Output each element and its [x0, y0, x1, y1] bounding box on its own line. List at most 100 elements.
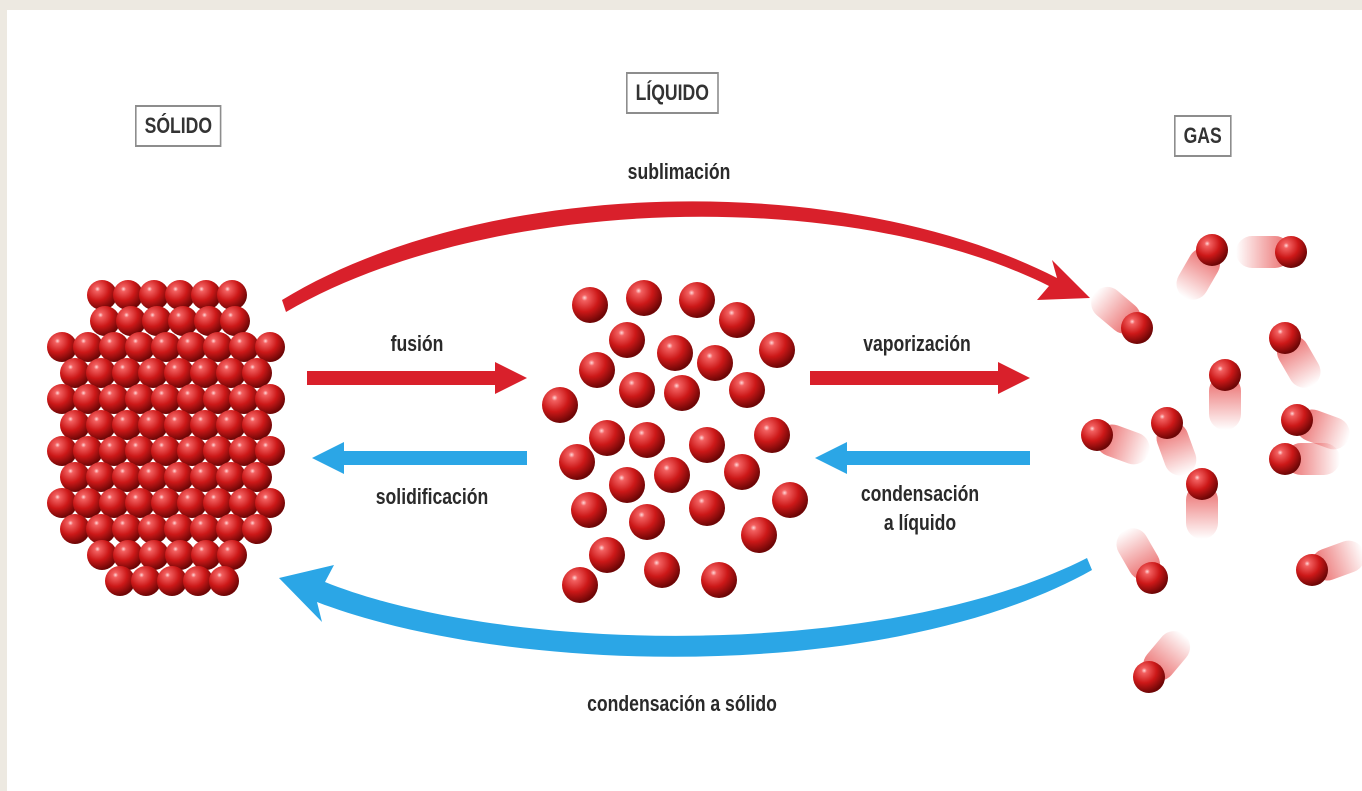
gas-particle	[1121, 312, 1153, 344]
solid-particle	[112, 410, 142, 440]
liquid-particle	[619, 372, 655, 408]
solid-particle	[73, 436, 103, 466]
solid-particle	[125, 332, 155, 362]
gas-particle	[1281, 404, 1313, 436]
solid-particle	[142, 306, 172, 336]
gas-particle	[1133, 661, 1165, 693]
solid-particle	[203, 488, 233, 518]
solid-particle	[203, 332, 233, 362]
solid-particle	[138, 410, 168, 440]
solid-particle	[105, 566, 135, 596]
solid-particle	[131, 566, 161, 596]
liquid-particle	[719, 302, 755, 338]
liquid-particle	[609, 467, 645, 503]
solid-particle	[203, 436, 233, 466]
solid-particle	[165, 540, 195, 570]
liquid-particle	[542, 387, 578, 423]
solid-particle	[229, 488, 259, 518]
liquid-particle	[629, 504, 665, 540]
solid-particle	[217, 540, 247, 570]
solid-particle	[112, 358, 142, 388]
fusion-arrow	[307, 362, 527, 394]
solid-particle	[216, 410, 246, 440]
solid-particle	[47, 332, 77, 362]
vaporization-arrow	[810, 362, 1030, 394]
liquid-particle	[626, 280, 662, 316]
solid-particle	[47, 488, 77, 518]
liquid-particle	[644, 552, 680, 588]
solid-particle	[112, 514, 142, 544]
solid-particle	[255, 332, 285, 362]
solid-particle	[99, 488, 129, 518]
gas-particle	[1186, 468, 1218, 500]
label-condensation-solid: condensación a sólido	[587, 691, 777, 716]
solid-particle	[125, 488, 155, 518]
gas-particle	[1196, 234, 1228, 266]
solid-particle	[229, 332, 259, 362]
liquid-particle	[759, 332, 795, 368]
solid-particle	[194, 306, 224, 336]
solid-particle	[242, 462, 272, 492]
state-label-liquid: LÍQUIDO	[626, 72, 719, 114]
solid-particle	[191, 280, 221, 310]
gas-particle	[1081, 419, 1113, 451]
solid-particle	[190, 410, 220, 440]
solid-particle	[151, 488, 181, 518]
liquid-particle	[572, 287, 608, 323]
solid-particle	[177, 436, 207, 466]
solid-particle	[183, 566, 213, 596]
solid-particle	[216, 514, 246, 544]
solid-particle	[47, 436, 77, 466]
solid-particle	[87, 540, 117, 570]
liquid-particle	[724, 454, 760, 490]
solid-particle	[190, 462, 220, 492]
liquid-particle	[559, 444, 595, 480]
solidification-arrow	[312, 442, 527, 474]
gas-particle	[1151, 407, 1183, 439]
solid-particle	[139, 280, 169, 310]
solid-particle	[73, 488, 103, 518]
solid-particle	[217, 280, 247, 310]
diagram-frame: SÓLIDO LÍQUIDO GAS sublimación fusión va…	[7, 10, 1362, 791]
solid-particle	[151, 332, 181, 362]
solid-particle	[255, 384, 285, 414]
solid-particle	[255, 436, 285, 466]
solid-particle	[60, 358, 90, 388]
label-condensation-liquid-line2: a líquido	[883, 509, 957, 535]
solid-particle	[209, 566, 239, 596]
label-condensation-liquid-line1: condensación	[860, 481, 980, 506]
solid-particle	[151, 436, 181, 466]
solid-particle	[255, 488, 285, 518]
liquid-particle	[664, 375, 700, 411]
solid-particle	[87, 280, 117, 310]
liquid-particle	[729, 372, 765, 408]
liquid-particle	[562, 567, 598, 603]
solid-particle	[125, 384, 155, 414]
gas-particle	[1275, 236, 1307, 268]
gas-particle	[1269, 322, 1301, 354]
label-condensation-liquid: condensación a líquido	[852, 480, 988, 537]
solid-particle	[86, 462, 116, 492]
solid-particle	[113, 540, 143, 570]
solid-particle	[229, 436, 259, 466]
state-label-solid: SÓLIDO	[135, 105, 222, 147]
label-sublimation: sublimación	[627, 159, 731, 184]
solid-particle	[168, 306, 198, 336]
solid-particle	[138, 514, 168, 544]
solid-particle	[216, 462, 246, 492]
solid-particle	[177, 488, 207, 518]
solid-particle	[242, 358, 272, 388]
solid-particle	[138, 358, 168, 388]
solid-particle	[47, 384, 77, 414]
solid-particle	[138, 462, 168, 492]
solid-particles	[47, 280, 285, 596]
liquid-particle	[657, 335, 693, 371]
solid-particle	[164, 358, 194, 388]
state-label-gas: GAS	[1174, 115, 1232, 157]
solid-particle	[86, 410, 116, 440]
liquid-particle	[609, 322, 645, 358]
solid-particle	[220, 306, 250, 336]
solid-particle	[116, 306, 146, 336]
label-vaporization: vaporización	[863, 331, 971, 356]
solid-particle	[164, 410, 194, 440]
